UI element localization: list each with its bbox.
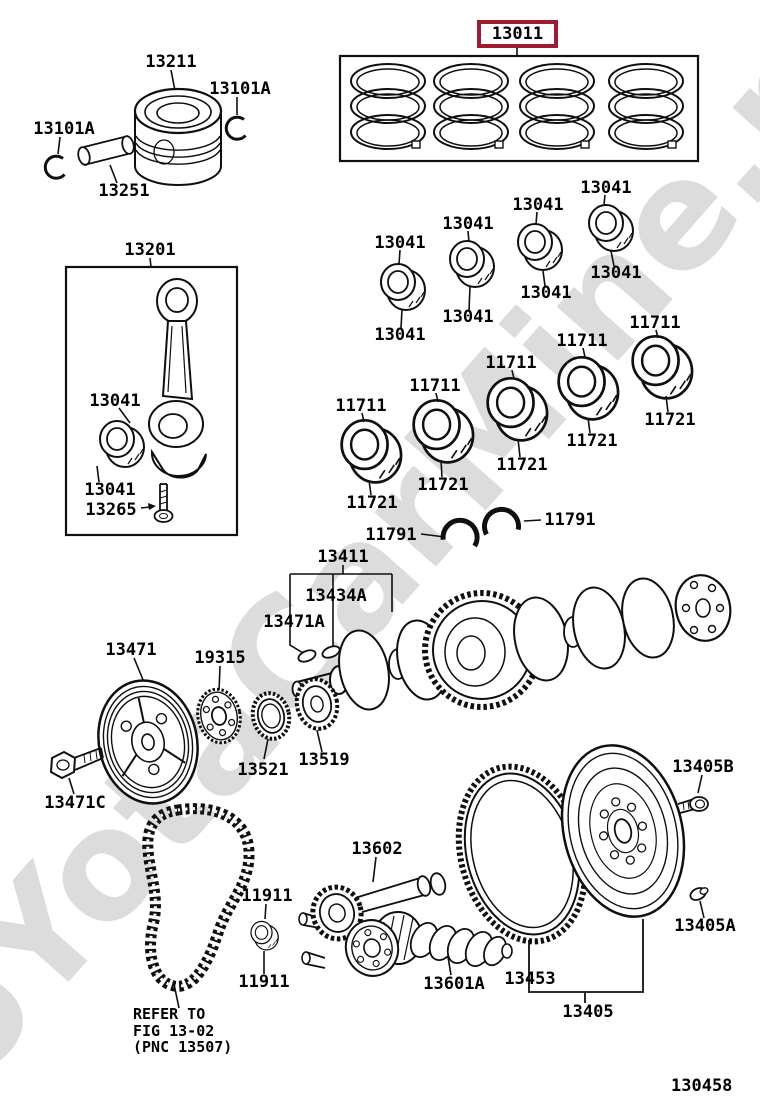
highlighted-part-label: 13011 — [491, 24, 544, 44]
refer-note: REFER TO FIG 13-02 (PNC 13507) — [133, 1006, 232, 1056]
timing-chain-drawing — [142, 803, 255, 1009]
connecting-rod-drawing — [64, 257, 239, 537]
highlighted-part-box: 13011 — [477, 20, 558, 48]
refer-note-line3: (PNC 13507) — [133, 1038, 233, 1056]
balance-shaft-drawing — [250, 856, 513, 977]
thrust-washers-drawing — [420, 508, 542, 548]
refer-note-line2: FIG 13-02 — [133, 1021, 215, 1040]
crankshaft-drawing — [289, 565, 732, 711]
pulley-drawing — [49, 657, 340, 805]
rod-bearings-drawing — [380, 194, 634, 329]
main-bearings-drawing — [340, 329, 694, 496]
figure-number: 130458 — [671, 1076, 733, 1096]
flywheel-drawing — [455, 744, 709, 1003]
piston-rings-drawing — [338, 48, 700, 163]
piston-drawing — [43, 69, 247, 186]
refer-note-line1: REFER TO — [133, 1005, 206, 1023]
